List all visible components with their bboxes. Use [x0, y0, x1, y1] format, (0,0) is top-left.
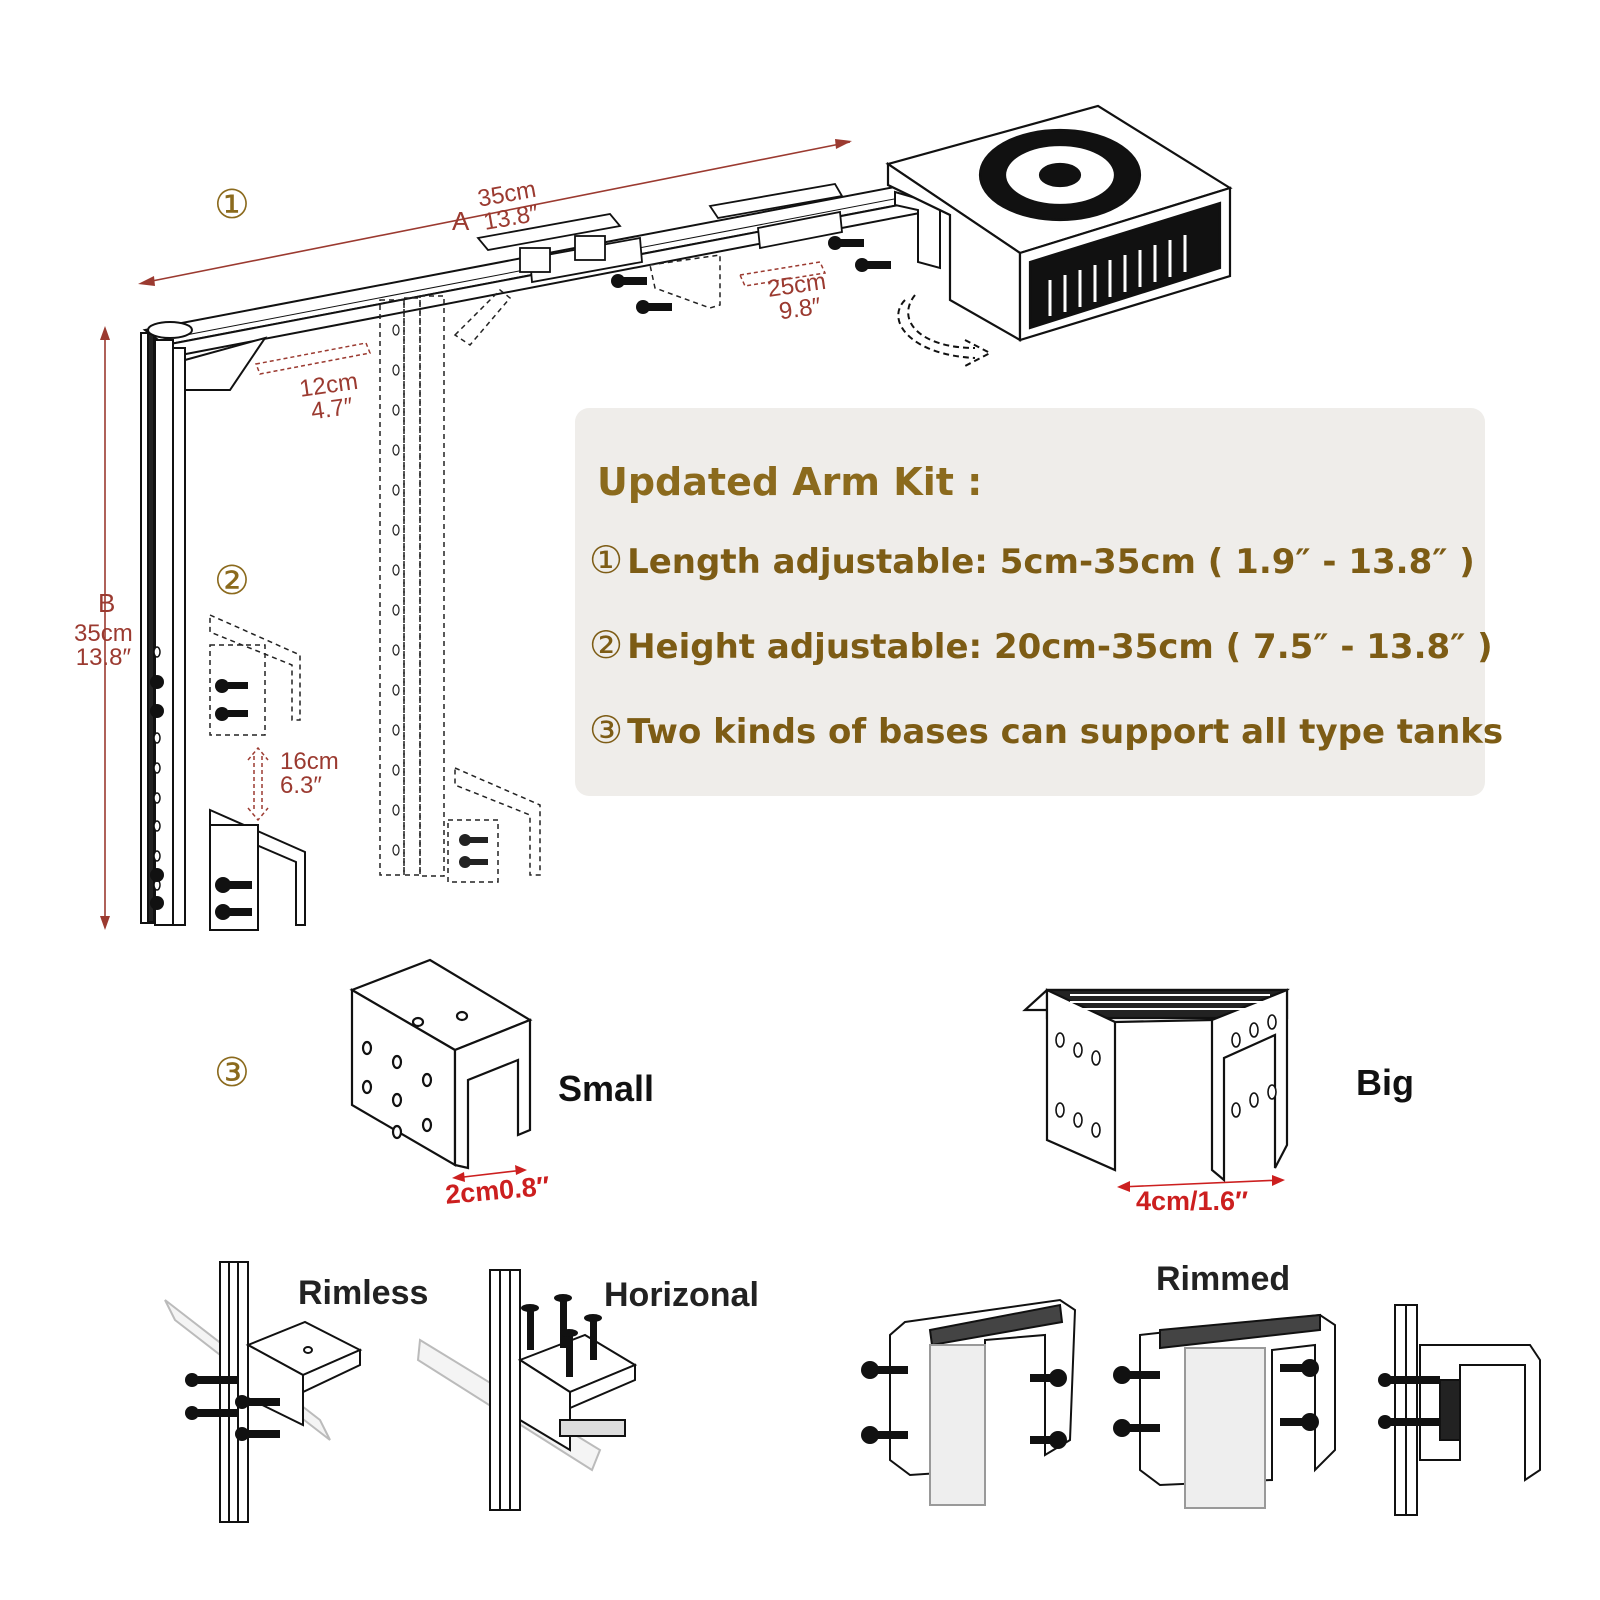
info-title: Updated Arm Kit : [597, 460, 983, 504]
rimless-screws [185, 1373, 280, 1441]
marker-one: ① [214, 182, 250, 228]
small-base-label: Small [558, 1068, 655, 1109]
horizontal-screws [521, 1294, 602, 1377]
corner-bracket [184, 336, 268, 391]
dashed-post-holes [392, 324, 400, 856]
dim-bracket-value: 12cm 4.7″ [298, 368, 363, 426]
rimless-label: Rimless [298, 1274, 429, 1312]
horizontal-mount-drawing [416, 1269, 638, 1511]
fan-fins [1048, 235, 1187, 316]
big-base-holes [1055, 1014, 1277, 1138]
dim-clamp-value: 16cm 6.3″ [280, 750, 339, 798]
dim-b-cm: 35cm [74, 620, 133, 647]
clamp-range-arrow [247, 746, 269, 822]
horizontal-label: Horizonal [604, 1276, 759, 1314]
dimension-line-b [100, 326, 110, 930]
info-line-text: Length adjustable: 5cm-35cm ( 1.9″ - 13.… [627, 542, 1475, 582]
rimmed-mount-side-screws [1378, 1373, 1440, 1429]
dim-b-value: 35cm 13.8″ [74, 622, 133, 670]
bracket-range-arrow [254, 342, 372, 375]
dim-clamp-cm: 16cm [280, 748, 339, 775]
small-base-drawing [349, 958, 533, 1170]
dim-slide-value: 25cm 9.8″ [766, 268, 831, 326]
rimmed-mount-1-screws [861, 1361, 1067, 1449]
arm-slider-clamps [476, 183, 844, 284]
info-line-marker: ① [589, 538, 624, 582]
lower-clamp-screws [150, 675, 252, 920]
rotate-arrow [897, 294, 993, 367]
marker-two: ② [214, 558, 250, 604]
upper-clamp-screws [215, 679, 248, 721]
big-base-label: Big [1356, 1062, 1414, 1103]
rimmed-label: Rimmed [1156, 1260, 1291, 1298]
dashed-clamp-screws [459, 834, 488, 868]
rimmed-mount-1-drawing [889, 1298, 1077, 1506]
big-base-drawing [1022, 988, 1290, 1183]
dim-b-in: 13.8″ [75, 644, 131, 671]
dim-a-value: 35cm 13.8″ [476, 176, 542, 236]
info-line-marker: ② [589, 623, 624, 667]
slide-range-arrow [738, 261, 827, 287]
dashed-slider-bracket [649, 254, 721, 309]
big-base-dim: 4cm/1.6″ [1136, 1186, 1249, 1216]
rimless-mount-drawing [164, 1261, 363, 1523]
small-base-dim-line [452, 1165, 527, 1182]
info-line-text: Height adjustable: 20cm-35cm ( 7.5″ - 13… [627, 627, 1493, 667]
arm-screws [611, 236, 891, 314]
big-base-stripes [1070, 994, 1270, 1010]
rimmed-mount-side-drawing [1394, 1304, 1541, 1516]
dimension-line-a [138, 139, 852, 286]
big-base-dim-line [1117, 1175, 1285, 1192]
info-line-text: Two kinds of bases can support all type … [627, 712, 1504, 752]
info-line-marker: ③ [589, 708, 624, 752]
rimmed-mount-2-drawing [1139, 1313, 1336, 1509]
dim-b-letter: B [98, 588, 116, 618]
dashed-clamp [447, 766, 541, 883]
vertical-post [140, 321, 193, 926]
dashed-upper-clamp [209, 613, 301, 736]
dim-a-letter: A [452, 206, 470, 236]
marker-three: ③ [214, 1050, 250, 1096]
dashed-post [379, 288, 512, 877]
rimmed-mount-2-screws [1113, 1359, 1319, 1437]
dim-clamp-in: 6.3″ [280, 772, 322, 799]
